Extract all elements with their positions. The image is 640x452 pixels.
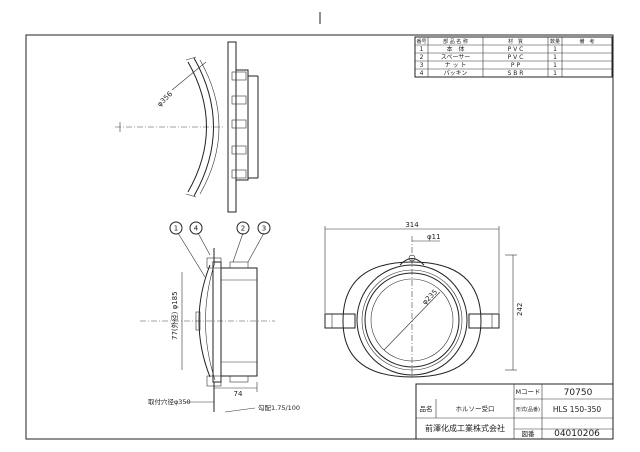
name-label: 品名 <box>420 404 433 413</box>
balloon-3 <box>257 221 271 235</box>
table-row-name: スペーサー <box>441 54 470 61</box>
model-label: 形式(品番) <box>516 406 540 413</box>
table-header-note: 備 考 <box>579 38 594 45</box>
table-header-no: 番号 <box>416 38 426 45</box>
table-row-qty: 1 <box>553 70 557 77</box>
title-block: Mコード 70750 品名 ホルソー受口 形式(品番) HLS 150-350 … <box>415 383 614 440</box>
table-row-material: S B R <box>508 70 524 77</box>
table-row-material: P V C <box>508 46 524 53</box>
drawing-frame <box>25 34 614 440</box>
dim-length-74: 74 <box>234 390 243 398</box>
top-side-view: φ356 <box>115 41 259 213</box>
table-row-qty: 1 <box>553 46 557 53</box>
drawing-no-label: 図番 <box>522 430 536 438</box>
table-row-qty: 1 <box>553 54 557 61</box>
balloon-label: 2 <box>241 225 245 233</box>
table-row-no: 4 <box>420 70 424 77</box>
mcode-label: Mコード <box>515 388 540 396</box>
table-header-material: 材 質 <box>508 38 523 45</box>
parts-table: 番号 部 品 名 称 材 質 数量 備 考 1 本 体 P V C 1 2 スペ… <box>414 36 613 78</box>
balloon-1 <box>169 221 183 235</box>
front-view: 1 4 2 3 77(外径) φ185 74 取付穴径φ350 勾配1.75/1… <box>140 221 300 413</box>
dim-hole-11: φ11 <box>427 233 441 241</box>
model-value: HLS 150-350 <box>553 405 602 414</box>
table-row-qty: 1 <box>553 62 557 69</box>
table-row-material: P P <box>511 62 521 69</box>
dim-diam-185: 77(外径) φ185 <box>170 291 179 340</box>
table-row-material: P V C <box>508 54 524 61</box>
name-value: ホルソー受口 <box>456 404 495 413</box>
dim-diam-235: φ235 <box>421 288 439 306</box>
table-row-name: ナ ッ ト <box>445 62 467 69</box>
table-row-name: 本 体 <box>446 45 464 53</box>
balloon-label: 1 <box>174 225 178 233</box>
note-slope: 勾配1.75/100 <box>258 403 300 412</box>
drawing-no-value: 04010206 <box>554 429 600 439</box>
balloon-label: 3 <box>262 225 266 233</box>
table-header-qty: 数量 <box>550 38 560 45</box>
dim-height-242: 242 <box>516 303 524 316</box>
balloon-label: 4 <box>194 225 199 233</box>
balloon-4 <box>189 221 203 235</box>
table-header-name: 部 品 名 称 <box>443 38 468 45</box>
table-row-no: 2 <box>420 54 424 61</box>
balloon-2 <box>236 221 250 235</box>
table-row-no: 1 <box>420 46 424 53</box>
table-row-no: 3 <box>420 62 424 69</box>
company-name: 前澤化成工業株式会社 <box>425 423 505 433</box>
dim-width-314: 314 <box>405 221 419 229</box>
plan-view: φ235 314 φ11 242 <box>324 221 524 378</box>
dim-diam-356: φ356 <box>156 90 175 109</box>
mcode-value: 70750 <box>564 388 593 398</box>
table-row-name: パッキン <box>444 70 468 77</box>
note-hole-range: 取付穴径φ350 <box>148 397 191 406</box>
